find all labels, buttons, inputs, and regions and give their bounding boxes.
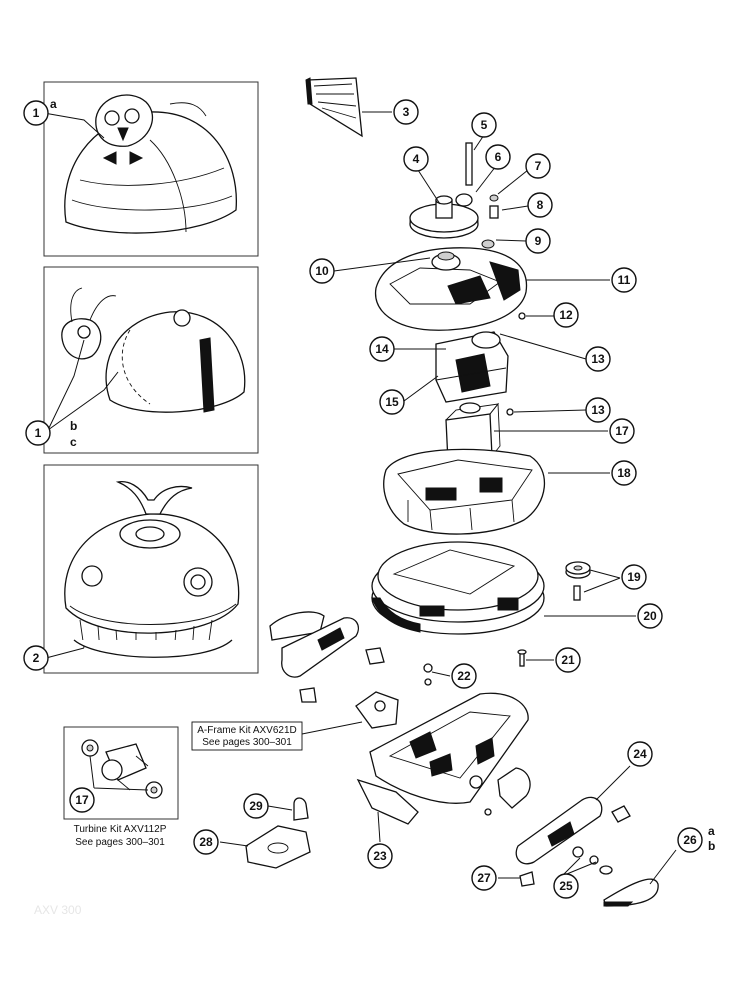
right-track-assembly bbox=[515, 796, 659, 907]
callout-11: 11 bbox=[611, 267, 637, 293]
svg-text:See pages 300–301: See pages 300–301 bbox=[202, 737, 292, 748]
callout-15: 15 bbox=[379, 389, 405, 415]
svg-text:See pages 300–301: See pages 300–301 bbox=[75, 837, 165, 848]
svg-text:26: 26 bbox=[683, 833, 697, 847]
part-10-11-upper-housing bbox=[374, 247, 528, 331]
svg-text:23: 23 bbox=[373, 849, 387, 863]
callout-26: 26 bbox=[677, 827, 703, 853]
callout-12: 12 bbox=[553, 302, 579, 328]
svg-text:6: 6 bbox=[495, 150, 502, 164]
variant-letter-1b: b bbox=[70, 419, 77, 433]
svg-text:20: 20 bbox=[643, 609, 657, 623]
part-21-screw bbox=[517, 649, 527, 667]
part-3-grille bbox=[305, 77, 363, 138]
variant-box-a bbox=[43, 81, 259, 257]
callout-5: 5 bbox=[471, 112, 497, 138]
callout-20: 20 bbox=[637, 603, 663, 629]
callout-17: 17 bbox=[609, 418, 635, 444]
variant-letter-1c: c bbox=[70, 435, 77, 449]
svg-text:12: 12 bbox=[559, 308, 573, 322]
part-20-base bbox=[371, 541, 545, 635]
callout-27: 27 bbox=[471, 865, 497, 891]
callout-13-upper: 13 bbox=[585, 346, 611, 372]
svg-text:A-Frame Kit AXV621D: A-Frame Kit AXV621D bbox=[197, 725, 296, 736]
callout-22: 22 bbox=[451, 663, 477, 689]
callout-24: 24 bbox=[627, 741, 653, 767]
svg-text:22: 22 bbox=[457, 669, 471, 683]
svg-text:17: 17 bbox=[75, 793, 89, 807]
svg-text:17: 17 bbox=[615, 424, 629, 438]
svg-text:13: 13 bbox=[591, 352, 605, 366]
svg-text:29: 29 bbox=[249, 799, 263, 813]
callout-21: 21 bbox=[555, 647, 581, 673]
callout-8: 8 bbox=[527, 192, 553, 218]
svg-text:13: 13 bbox=[591, 403, 605, 417]
svg-text:9: 9 bbox=[535, 234, 542, 248]
callout-23: 23 bbox=[367, 843, 393, 869]
svg-text:27: 27 bbox=[477, 871, 491, 885]
svg-text:7: 7 bbox=[535, 159, 542, 173]
a-frame-chassis bbox=[355, 691, 531, 825]
svg-text:5: 5 bbox=[481, 118, 488, 132]
svg-text:28: 28 bbox=[199, 835, 213, 849]
svg-text:18: 18 bbox=[617, 466, 631, 480]
callout-28: 28 bbox=[193, 829, 219, 855]
variant-letter-1a: a bbox=[50, 97, 57, 111]
left-track-assembly bbox=[269, 611, 433, 703]
svg-text:21: 21 bbox=[561, 653, 575, 667]
part-4-5-6-gears bbox=[409, 142, 499, 249]
callout-1a: 1 bbox=[23, 100, 49, 126]
callout-18: 18 bbox=[611, 460, 637, 486]
variant-box-bc bbox=[43, 266, 259, 454]
variant-box-2 bbox=[43, 464, 259, 674]
part-18-tray bbox=[383, 448, 545, 535]
callout-4: 4 bbox=[403, 146, 429, 172]
svg-text:8: 8 bbox=[537, 198, 544, 212]
svg-text:11: 11 bbox=[618, 273, 631, 287]
callout-2: 2 bbox=[23, 645, 49, 671]
svg-text:1: 1 bbox=[33, 106, 40, 120]
part-28-29-small bbox=[245, 797, 311, 869]
leader-lines bbox=[43, 111, 677, 885]
part-19-wheel bbox=[565, 561, 591, 601]
part-14-15-motor bbox=[435, 331, 514, 416]
turbine-kit-label: Turbine Kit AXV112P See pages 300–301 bbox=[74, 824, 167, 848]
svg-text:19: 19 bbox=[627, 570, 641, 584]
callout-29: 29 bbox=[243, 793, 269, 819]
variant-letter-26a: a bbox=[708, 824, 715, 838]
aframe-kit-label: A-Frame Kit AXV621D See pages 300–301 bbox=[191, 721, 303, 751]
callout-3: 3 bbox=[393, 99, 419, 125]
svg-text:25: 25 bbox=[559, 879, 573, 893]
callout-25: 25 bbox=[553, 873, 579, 899]
svg-text:1: 1 bbox=[35, 426, 42, 440]
svg-text:Turbine Kit AXV112P: Turbine Kit AXV112P bbox=[74, 824, 167, 835]
svg-text:2: 2 bbox=[33, 651, 40, 665]
svg-text:3: 3 bbox=[403, 105, 410, 119]
svg-text:4: 4 bbox=[413, 152, 420, 166]
callout-17-turbine: 17 bbox=[69, 787, 95, 813]
callout-1bc: 1 bbox=[25, 420, 51, 446]
variant-letter-26b: b bbox=[708, 839, 715, 853]
footer-mark: AXV 300 bbox=[34, 903, 82, 917]
svg-text:15: 15 bbox=[385, 395, 399, 409]
callout-14: 14 bbox=[369, 336, 395, 362]
callout-10: 10 bbox=[309, 258, 335, 284]
callout-7: 7 bbox=[525, 153, 551, 179]
callout-19: 19 bbox=[621, 564, 647, 590]
svg-text:24: 24 bbox=[633, 747, 647, 761]
callout-13-lower: 13 bbox=[585, 397, 611, 423]
turbine-kit-box bbox=[63, 726, 179, 820]
svg-text:14: 14 bbox=[375, 342, 389, 356]
callout-6: 6 bbox=[485, 144, 511, 170]
callout-9: 9 bbox=[525, 228, 551, 254]
svg-text:10: 10 bbox=[315, 264, 329, 278]
